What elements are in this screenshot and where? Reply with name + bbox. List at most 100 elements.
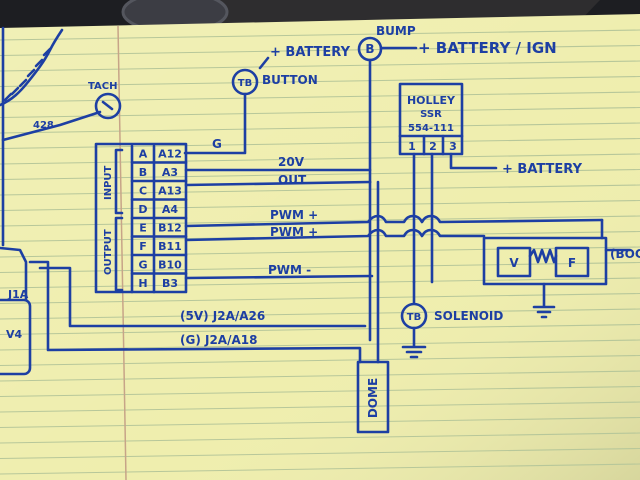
bump-label: BUMP <box>376 24 416 38</box>
ruled-line <box>0 60 640 72</box>
ssr-pin-2: 2 <box>429 140 437 153</box>
ruled-line <box>0 153 640 165</box>
battery-lead <box>258 56 270 70</box>
j1a-wire <box>0 246 28 302</box>
f-box-label: F <box>568 256 576 270</box>
connector-letter: B <box>139 166 147 179</box>
notebook-paper <box>0 14 640 480</box>
ruled-line <box>0 448 640 459</box>
connector-letter: E <box>139 221 147 234</box>
ruled-line <box>0 138 640 149</box>
connector-pin: A4 <box>162 203 179 216</box>
wire-out <box>184 180 372 187</box>
ssr-pin-3: 3 <box>449 140 457 153</box>
connector-pin: A3 <box>162 166 178 179</box>
connector-pin: B11 <box>158 240 182 253</box>
ssr-label: SSR <box>420 109 442 120</box>
g-wire <box>183 92 247 155</box>
dome-label: DOME <box>366 378 380 418</box>
ruled-line <box>0 324 640 335</box>
pwm-minus-label: PWM - <box>268 263 311 277</box>
ruled-line <box>0 355 640 366</box>
solenoid-ground <box>401 326 427 359</box>
battery-right-label: + BATTERY <box>502 162 583 177</box>
solenoid-label: SOLENOID <box>434 309 503 323</box>
holley-label: HOLLEY <box>407 94 456 107</box>
wire-pwm-minus <box>184 274 374 280</box>
ink-labels: + BATTERY BUTTON TB B BUMP + BATTERY / I… <box>6 24 640 418</box>
v-box-label: V <box>509 256 519 270</box>
ruled-line <box>0 200 640 211</box>
output-label: OUTPUT <box>103 229 114 275</box>
boc-label: (BOC <box>610 247 640 261</box>
connector-letter: D <box>138 203 147 216</box>
ruled-line <box>0 277 640 289</box>
tach-needle <box>101 100 114 111</box>
v20-label: 20V <box>278 155 305 169</box>
ruled-line <box>0 45 640 56</box>
v4-label: V4 <box>6 328 23 341</box>
connector-letter: C <box>139 184 147 197</box>
connector-pin: B3 <box>162 277 178 290</box>
ruled-line <box>0 293 640 304</box>
ruled-line <box>0 122 640 134</box>
ruled-line <box>0 215 640 227</box>
ssr-pin3-wire <box>449 152 498 170</box>
tach-label: TACH <box>88 81 118 92</box>
button-label: BUTTON <box>262 73 318 87</box>
input-label: INPUT <box>103 165 114 200</box>
j1a-label: J1A <box>7 288 29 301</box>
b-circle-label: B <box>365 42 374 56</box>
ruled-lines <box>0 29 640 475</box>
ruled-line <box>0 107 640 118</box>
dome-box <box>356 360 390 434</box>
vertical-bus <box>368 180 380 364</box>
j2a-a26-label: (5V) J2A/A26 <box>180 309 265 323</box>
ruled-line <box>0 308 640 320</box>
tach-gauge <box>94 92 122 120</box>
ruled-line <box>0 76 640 87</box>
ruled-line <box>0 246 640 258</box>
wire-428 <box>1 110 102 142</box>
connector-row-lines <box>130 161 188 275</box>
output-bracket <box>114 216 124 292</box>
connector-pin: A13 <box>158 184 182 197</box>
ruled-line <box>0 184 640 196</box>
out-label: OUT <box>278 173 307 187</box>
ink-drawing <box>0 26 632 434</box>
wire-428-label: 428 <box>33 120 54 131</box>
pwm-plus-2-label: PWM + <box>270 225 318 239</box>
battery-top-label: + BATTERY <box>270 45 351 60</box>
vf-ground <box>532 282 556 319</box>
v-box <box>496 246 532 278</box>
scribble-curve <box>0 28 64 107</box>
input-bracket <box>114 148 124 215</box>
ruled-line <box>0 370 640 382</box>
j2a-a18-label: (G) J2A/A18 <box>180 333 257 347</box>
vf-spring <box>528 248 558 264</box>
ruled-line <box>0 432 640 444</box>
connector-letter: F <box>139 240 147 253</box>
ruled-line <box>0 91 640 103</box>
connector-letter: A <box>139 147 148 160</box>
f-box <box>554 246 590 278</box>
connector-letter: H <box>138 277 147 290</box>
ruled-line <box>0 29 640 41</box>
ruled-line <box>0 417 640 428</box>
connector-pin: B10 <box>158 258 182 271</box>
connector-pin: B12 <box>158 221 182 234</box>
connector-pin: A12 <box>158 147 182 160</box>
ruled-line <box>0 463 640 475</box>
ssr-part-label: 554-111 <box>408 123 454 134</box>
wire-ground <box>28 260 362 364</box>
ruled-line <box>0 169 640 180</box>
ssr-pin-1: 1 <box>408 140 416 153</box>
g-wire-label: G <box>212 137 222 151</box>
ruled-line <box>0 401 640 413</box>
wire-5v <box>38 266 367 328</box>
battery-ign-label: + BATTERY / IGN <box>418 39 557 57</box>
scribble-hatches <box>3 47 52 102</box>
